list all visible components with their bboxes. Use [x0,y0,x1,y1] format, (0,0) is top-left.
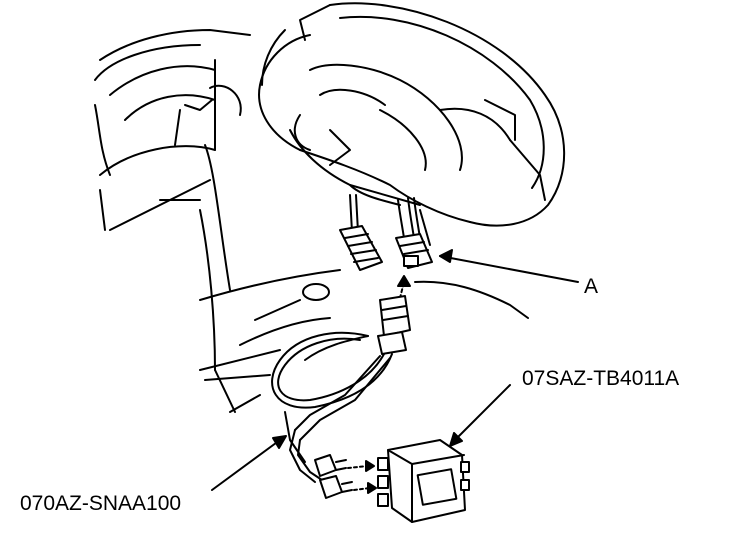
dashboard-panel [94,29,341,413]
vehicle-connector-left [339,225,383,271]
leader-line-harness [211,435,287,491]
column-wiring [349,194,431,246]
steering-wheel [258,2,566,227]
leader-line-a [439,249,579,283]
floor-hole [302,283,330,301]
insert-arrow-head [397,275,411,287]
connector-a [395,233,433,269]
harness-cable [271,331,393,483]
harness-plugs [314,454,353,499]
label-connector-a: A [584,275,599,298]
label-harness-part-number: 070AZ-SNAA100 [20,492,182,515]
harness-connector [377,295,411,355]
plug-arrows [347,460,377,494]
hand-outline [414,280,529,319]
leader-line-tool [449,384,511,447]
label-tool-part-number: 07SAZ-TB4011A [522,367,680,390]
tool-box [377,439,470,523]
